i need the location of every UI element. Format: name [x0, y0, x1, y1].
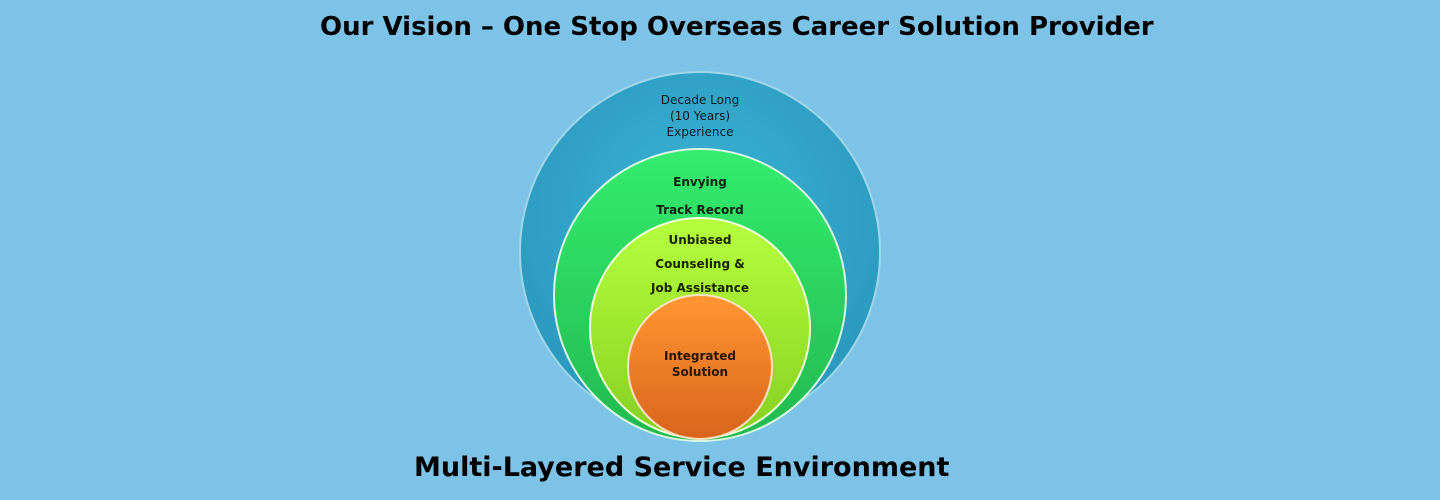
layer-second-label: Envying Track Record — [600, 168, 800, 224]
layer-outer-line-1: Decade Long — [660, 93, 740, 107]
diagram-caption: Multi-Layered Service Environment — [414, 452, 950, 483]
layer-core-line-1: Integrated — [664, 349, 736, 363]
layer-core-circle — [627, 294, 773, 440]
layer-core-line-2: Solution — [671, 365, 729, 379]
layer-outer-line-2: (10 Years) — [669, 109, 731, 123]
layer-third-label: Unbiased Counseling & Job Assistance — [600, 228, 800, 300]
layer-outer-label: Decade Long (10 Years) Experience — [600, 92, 800, 140]
layer-third-line-1: Unbiased — [668, 233, 732, 247]
layer-third-line-2: Counseling & — [655, 257, 745, 271]
layer-outer-line-3: Experience — [666, 125, 734, 139]
layer-core-label: Integrated Solution — [620, 348, 780, 380]
layer-third-line-3: Job Assistance — [651, 281, 749, 295]
layer-second-line-1: Envying — [673, 175, 727, 189]
page-title: Our Vision – One Stop Overseas Career So… — [320, 12, 1154, 42]
layer-second-line-2: Track Record — [656, 203, 744, 217]
